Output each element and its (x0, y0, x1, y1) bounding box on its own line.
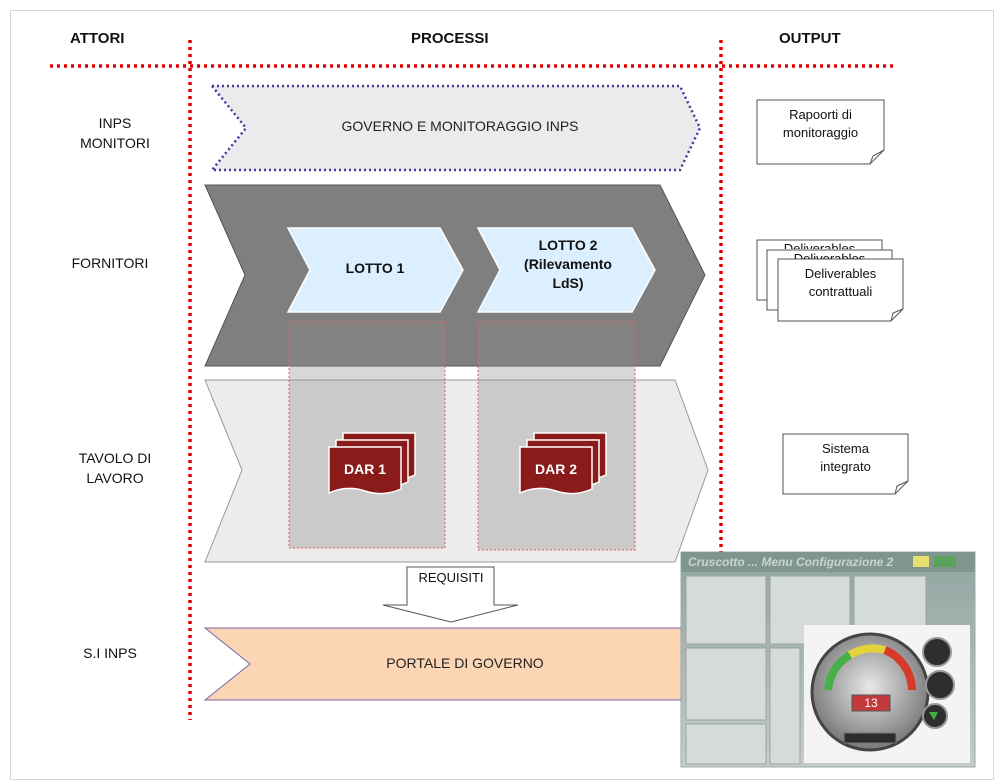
dar1-document-stack (328, 432, 416, 495)
actor-si-inps: S.I INPS (83, 645, 137, 661)
lotto2-line3: LdS) (552, 275, 584, 291)
lotto2-line2: (Rilevamento (524, 256, 612, 272)
dar2-label: DAR 2 (534, 461, 577, 477)
deliverables-back-label: Deliverables (783, 241, 856, 249)
column-header-processes: PROCESSI (411, 30, 489, 47)
dar2-document-stack (519, 432, 607, 495)
actor-fornitori: FORNITORI (71, 255, 149, 271)
column-header-output: OUTPUT (779, 30, 841, 47)
portale-chevron (203, 627, 706, 701)
tavolo-chevron (204, 379, 709, 563)
actor-inps-monitori: INPS MONITORI (60, 113, 170, 153)
gauge-value: 13 (864, 696, 878, 710)
lotto2-line1: LOTTO 2 (538, 237, 598, 253)
lotto2-label: LOTTO 2 (Rilevamento LdS) (498, 236, 638, 293)
sistema-document (782, 433, 909, 495)
rapporti-document (756, 99, 885, 165)
deliverables-document-stack (756, 239, 904, 322)
actor-tavolo-line1: TAVOLO DI (78, 450, 152, 466)
sistema-line1: Sistema (822, 441, 869, 456)
actor-inps-line1: INPS (98, 115, 132, 131)
screenshot-title: Cruscotto ... Menu Configurazione 2 (688, 555, 894, 569)
actor-tavolo-di-lavoro: TAVOLO DI LAVORO (55, 448, 175, 488)
rapporti-text: Rapoorti di monitoraggio (757, 106, 884, 142)
actor-tavolo-line2: LAVORO (86, 470, 144, 486)
rapporti-line2: monitoraggio (782, 125, 859, 140)
column-header-actors: ATTORI (70, 30, 125, 47)
dashboard-screenshot (680, 551, 976, 768)
lotto1-chevron (286, 227, 464, 313)
dar1-label: DAR 1 (343, 461, 386, 477)
deliverables-line1: Deliverables (804, 266, 877, 281)
deliverables-text: Deliverables contrattuali (778, 265, 903, 301)
sistema-fold (894, 480, 909, 495)
governo-label: GOVERNO E MONITORAGGIO INPS (341, 118, 579, 134)
deliverables-line2: contrattuali (808, 284, 873, 299)
requisiti-arrow (382, 566, 519, 623)
deliverables-middle-label: Deliverables (793, 251, 866, 259)
diagram-frame (10, 10, 994, 780)
sistema-text: Sistema integrato (783, 440, 908, 476)
lotto2-chevron (476, 227, 656, 313)
governo-chevron (209, 84, 702, 172)
portale-label: PORTALE DI GOVERNO (386, 655, 544, 671)
actor-inps-line2: MONITORI (80, 135, 150, 151)
sistema-line2: integrato (820, 459, 871, 474)
lotto1-label: LOTTO 1 (345, 260, 405, 276)
requisiti-label: REQUISITI (418, 570, 484, 585)
rapporti-line1: Rapoorti di (789, 107, 852, 122)
rapporti-fold (869, 149, 885, 165)
